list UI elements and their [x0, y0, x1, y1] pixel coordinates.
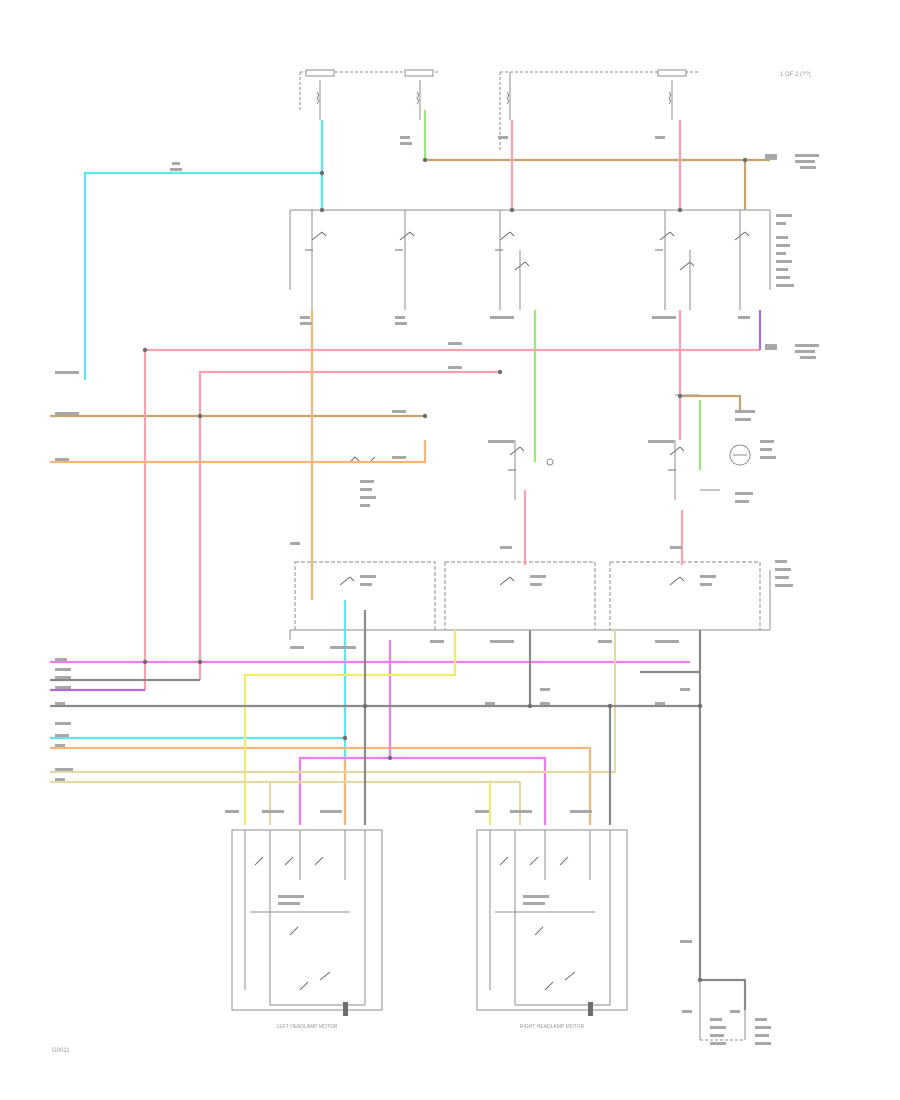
- wire-beige-1: [50, 630, 617, 774]
- wire-orange-3: [50, 746, 592, 825]
- fuse-1: [305, 69, 335, 120]
- wire-beige-2: [50, 780, 522, 825]
- footer-code: G0011: [52, 1048, 70, 1054]
- corner-label: 1 OF 2 (??): [780, 72, 811, 78]
- left-headlamp-motor-label: LEFT HEADLAMP MOTOR: [277, 1024, 338, 1030]
- upper-switch-assembly: [289, 209, 794, 310]
- fuse-4: [657, 69, 687, 120]
- fuse-2: [404, 69, 434, 120]
- junction-dots: [142, 157, 748, 983]
- bottom-right-connector: [699, 980, 746, 1041]
- right-headlamp-motor-label: RIGHT HEADLAMP MOTOR: [520, 1024, 585, 1030]
- left-headlamp-motor: LEFT HEADLAMP MOTOR: [231, 829, 383, 1030]
- wiring: [50, 110, 770, 1010]
- wire-pink-3: [143, 348, 760, 690]
- wire-magenta-2: [298, 756, 547, 825]
- wire-tan-3: [678, 394, 742, 410]
- wire-labels: [55, 136, 819, 1045]
- right-headlamp-motor: RIGHT HEADLAMP MOTOR: [476, 829, 628, 1030]
- lower-relay-block: [289, 560, 793, 640]
- wire-cyan-3: [50, 600, 347, 740]
- wire-orange-1: [50, 440, 427, 464]
- wire-gray-5: [698, 630, 747, 1010]
- wire-yellow-1: [243, 630, 457, 825]
- wire-pink-4: [198, 370, 500, 680]
- fuse-row: [299, 69, 700, 150]
- fuse-3: [506, 72, 511, 120]
